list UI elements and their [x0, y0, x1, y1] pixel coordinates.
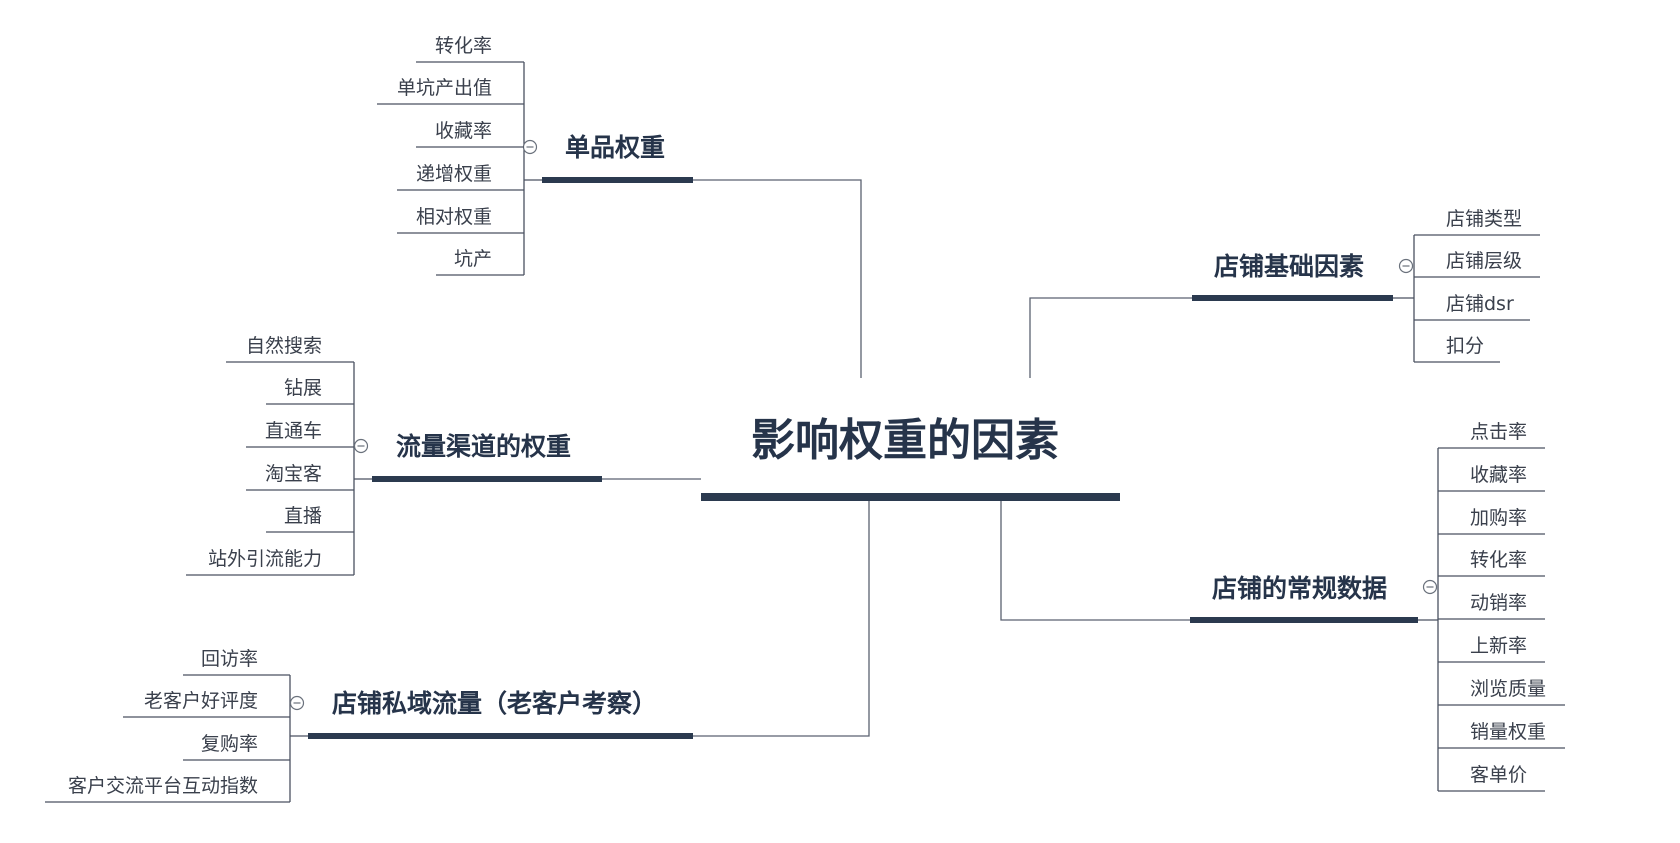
leaf-node-label[interactable]: 店铺层级 — [1446, 250, 1522, 272]
connector-root-to-store-regular-data — [1000, 501, 1190, 621]
leaf-node-label[interactable]: 点击率 — [1470, 421, 1527, 443]
leaf-node-label[interactable]: 扣分 — [1446, 335, 1484, 357]
mind-map-nodes: 影响权重的因素单品权重转化率单坑产出值收藏率递增权重相对权重坑产流量渠道的权重自… — [45, 35, 1565, 803]
leaf-node-label[interactable]: 浏览质量 — [1470, 678, 1546, 700]
leaf-node-label[interactable]: 客单价 — [1470, 764, 1527, 786]
collapse-toggle-store-regular-data[interactable] — [1422, 579, 1438, 595]
leaf-node-label[interactable]: 递增权重 — [416, 163, 492, 185]
connector-root-to-store-basic-factors — [1029, 297, 1192, 378]
leaf-node-label[interactable]: 加购率 — [1470, 507, 1527, 529]
leaf-node-label[interactable]: 转化率 — [435, 35, 492, 57]
leaf-node-label[interactable]: 店铺类型 — [1446, 208, 1522, 230]
connector-root-to-private-domain-traffic — [693, 501, 870, 737]
leaf-node-label[interactable]: 上新率 — [1470, 635, 1527, 657]
leaf-node-label[interactable]: 店铺dsr — [1446, 293, 1514, 315]
leaf-node-label[interactable]: 复购率 — [201, 733, 258, 755]
branch-label-traffic-channel-weight[interactable]: 流量渠道的权重 — [396, 432, 571, 461]
leaf-node-label[interactable]: 转化率 — [1470, 549, 1527, 571]
branch-label-private-domain-traffic[interactable]: 店铺私域流量（老客户考察） — [332, 689, 657, 718]
leaf-node-label[interactable]: 直通车 — [265, 420, 322, 442]
leaf-node-label[interactable]: 收藏率 — [1470, 464, 1527, 486]
leaf-node-label[interactable]: 相对权重 — [416, 206, 492, 228]
leaf-node-label[interactable]: 自然搜索 — [246, 335, 322, 357]
leaf-node-label[interactable]: 销量权重 — [1470, 721, 1546, 743]
leaf-node-label[interactable]: 收藏率 — [435, 120, 492, 142]
leaf-node-label[interactable]: 钻展 — [284, 377, 322, 399]
collapse-toggle-single-item-weight[interactable] — [522, 139, 538, 155]
connector-root-to-single-item-weight — [693, 179, 862, 378]
root-node-label[interactable]: 影响权重的因素 — [751, 415, 1059, 466]
branch-label-single-item-weight[interactable]: 单品权重 — [565, 133, 665, 162]
leaf-node-label[interactable]: 动销率 — [1470, 592, 1527, 614]
connector-lines — [289, 62, 1439, 802]
leaf-node-label[interactable]: 回访率 — [201, 648, 258, 670]
leaf-node-label[interactable]: 站外引流能力 — [208, 548, 322, 570]
leaf-node-label[interactable]: 单坑产出值 — [397, 77, 492, 99]
collapse-toggle-traffic-channel-weight[interactable] — [353, 438, 369, 454]
leaf-node-label[interactable]: 坑产 — [454, 248, 492, 270]
collapse-toggle-private-domain-traffic[interactable] — [289, 695, 305, 711]
leaf-node-label[interactable]: 客户交流平台互动指数 — [68, 775, 258, 797]
leaf-node-label[interactable]: 老客户好评度 — [144, 690, 258, 712]
branch-label-store-regular-data[interactable]: 店铺的常规数据 — [1212, 574, 1387, 603]
leaf-node-label[interactable]: 直播 — [284, 505, 322, 527]
leaf-node-label[interactable]: 淘宝客 — [265, 463, 322, 485]
collapse-toggle-store-basic-factors[interactable] — [1398, 258, 1414, 274]
branch-label-store-basic-factors[interactable]: 店铺基础因素 — [1214, 252, 1364, 281]
